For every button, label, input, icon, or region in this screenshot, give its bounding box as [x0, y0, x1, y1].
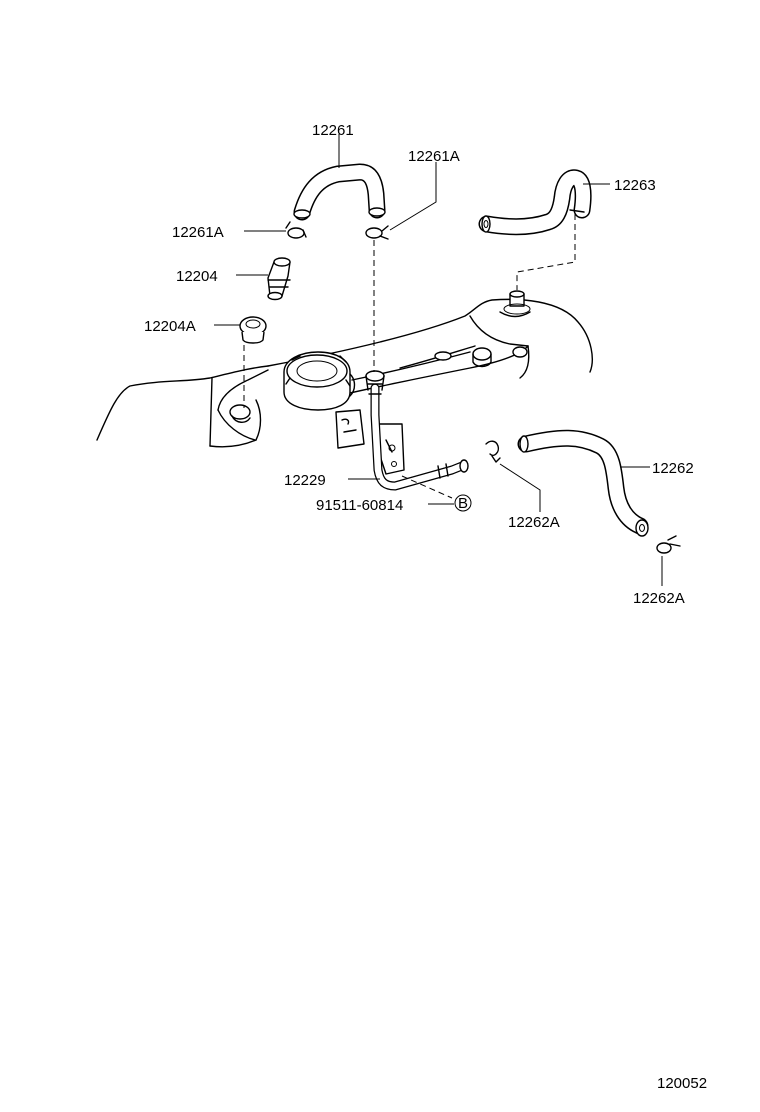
oil-filler-cap: [283, 351, 356, 411]
figure-number: 120052: [657, 1075, 707, 1092]
leader-lines: [214, 134, 663, 586]
label-12262: 12262: [652, 460, 694, 477]
label-12262A-low: 12262A: [633, 590, 685, 607]
assembly-dash-lines: [243, 214, 576, 499]
hose-12262: [517, 429, 649, 537]
label-12204: 12204: [176, 268, 218, 285]
grommet-12204A: [239, 316, 267, 344]
label-12261A-right: 12261A: [408, 148, 460, 165]
hose-12263: [478, 169, 592, 236]
label-12229: 12229: [284, 472, 326, 489]
clip-12261A-right: [365, 225, 389, 240]
clip-12262A-mid: [485, 440, 501, 463]
bolt-callout-letter: B: [458, 495, 468, 512]
label-12262A-mid: 12262A: [508, 514, 560, 531]
hose-12261: [293, 163, 386, 221]
pcv-pipe-12229: [335, 370, 469, 491]
pcv-valve-12204: [267, 257, 291, 301]
label-12261A-left: 12261A: [172, 224, 224, 241]
breather-port: [503, 290, 531, 315]
label-12263: 12263: [614, 177, 656, 194]
cylinder-head-cover: [96, 298, 593, 448]
label-12261: 12261: [312, 122, 354, 139]
clip-12262A-low: [656, 535, 681, 554]
label-12204A: 12204A: [144, 318, 196, 335]
clip-12261A-left: [285, 221, 307, 239]
label-91511-60814: 91511-60814: [316, 497, 403, 514]
bolt-callout-b: B: [454, 494, 472, 512]
